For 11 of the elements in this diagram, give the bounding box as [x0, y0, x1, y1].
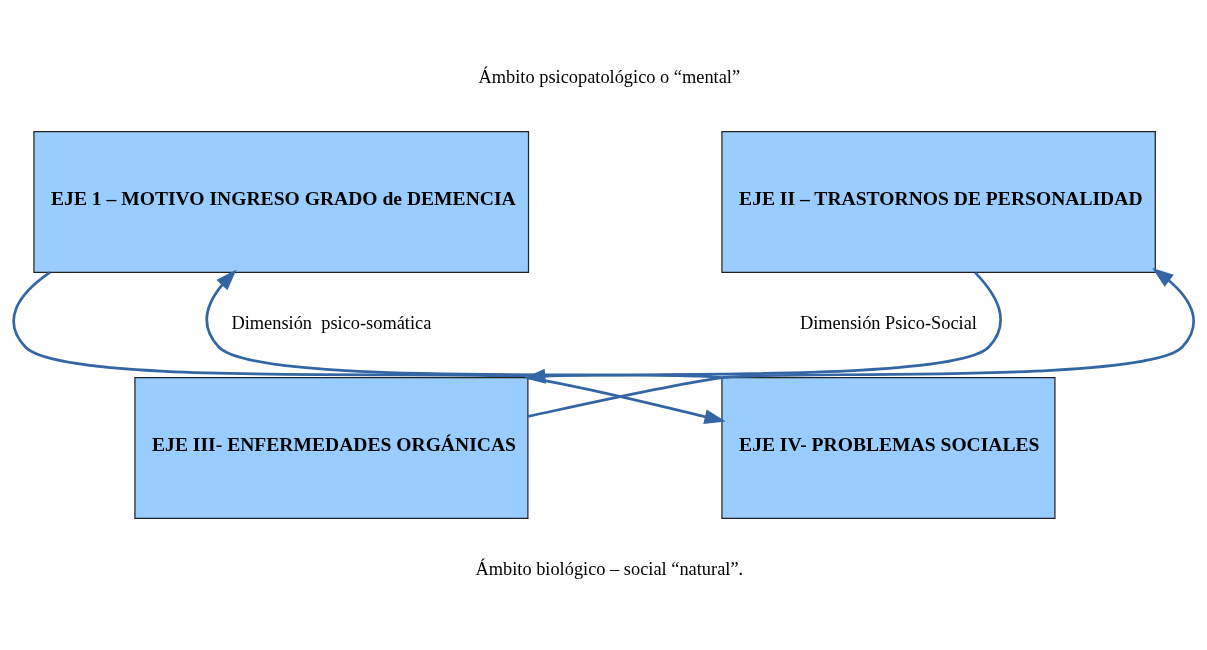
node-box: EJE II – TRASTORNOS DE PERSONALIDAD — [721, 130, 1156, 273]
label: Dimensión Psico-Social — [799, 313, 977, 334]
label: Ámbito biológico – social “natural”. — [475, 559, 744, 580]
arrow — [205, 269, 723, 380]
node-box: EJE III- ENFERMEDADES ORGÁNICAS — [134, 377, 529, 520]
node-box: EJE 1 – MOTIVO INGRESO GRADO de DEMENCIA — [33, 130, 530, 273]
arrow — [527, 267, 1195, 418]
label: Ámbito psicopatológico o “mental” — [478, 67, 741, 88]
node-box: EJE IV- PROBLEMAS SOCIALES — [721, 377, 1056, 520]
arrow — [12, 271, 726, 424]
label: Dimensión psico-somática — [231, 313, 432, 334]
